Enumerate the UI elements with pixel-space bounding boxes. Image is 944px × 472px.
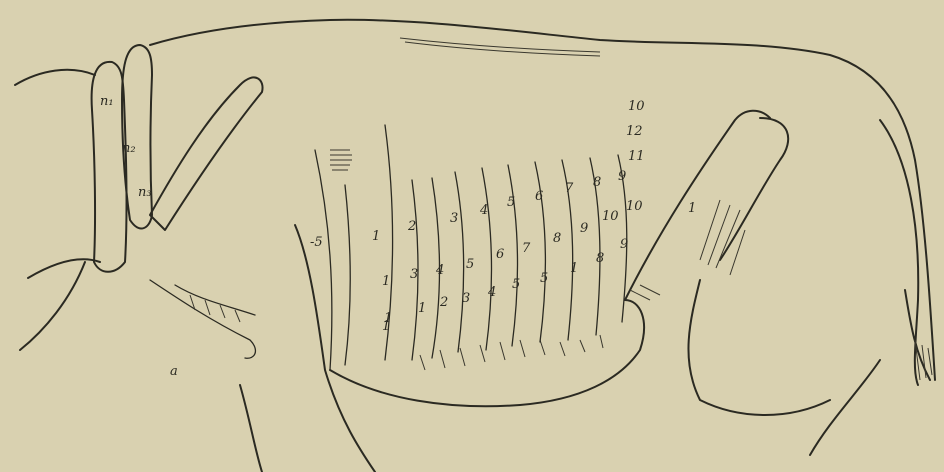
rib-label: 1 (372, 229, 380, 244)
rib-line (508, 165, 518, 346)
label-s: -5 (310, 235, 323, 250)
rib-label: 9 (580, 221, 588, 236)
rib-label: 10 (626, 199, 643, 214)
label-n1: n₁ (100, 94, 114, 109)
withers-shading (330, 150, 352, 170)
rib-label: 9 (618, 169, 626, 184)
rib-label: 3 (450, 211, 458, 226)
rib-label: 5 (512, 277, 520, 292)
collar-segment-n3 (150, 77, 263, 230)
hind-leg-outline (688, 118, 880, 455)
rib-label: 3 (462, 291, 470, 306)
label-a: a (170, 364, 178, 379)
rib-row-3-labels: 1 1 2 3 4 5 5 1 8 9 (382, 237, 628, 334)
rib-row-2-labels: 1 3 4 5 6 7 8 9 10 10 (382, 199, 643, 289)
belly-shading (420, 335, 603, 370)
neck-outline (15, 70, 100, 350)
rib-label: 2 (407, 219, 416, 234)
back-shading (400, 38, 600, 56)
rib-label: 9 (620, 237, 628, 252)
rib-row-4-labels: 1 (384, 311, 392, 326)
rib-label: 5 (540, 271, 548, 286)
collar-segment-n2 (122, 45, 152, 228)
rib-line (315, 150, 332, 370)
thigh-stifle-outline (625, 111, 770, 300)
rib-label: 6 (535, 189, 543, 204)
rib-label: 5 (466, 257, 474, 272)
rib-label: 4 (435, 263, 444, 278)
rib-label: 10 (602, 209, 619, 224)
rib-line (345, 185, 350, 365)
label-flank: 1 (688, 201, 696, 216)
rib-label: 1 (382, 274, 390, 289)
rib-line (482, 168, 492, 350)
rib-label: 6 (496, 247, 504, 262)
elbow-fold (150, 280, 255, 358)
rib-label: 3 (410, 267, 418, 282)
rib-label: 1 (384, 311, 392, 326)
rib-label: 7 (522, 241, 531, 256)
rib-label: 8 (553, 231, 561, 246)
rib-lines (315, 125, 627, 370)
rib-line (455, 172, 464, 352)
tail-tip-shading (915, 340, 932, 380)
rib-label: 8 (596, 251, 604, 266)
rib-label: 1 (418, 301, 426, 316)
label-n2: n₂ (122, 141, 136, 156)
rib-label: 5 (507, 195, 515, 210)
belly-outline (330, 300, 644, 406)
label-rib-11: 11 (628, 149, 645, 164)
shoulder-outline (240, 225, 375, 472)
rib-label: 1 (570, 261, 578, 276)
rib-label: 7 (565, 181, 574, 196)
collar-labels: n₁ n₂ n₃ -5 a (100, 94, 323, 379)
dorsal-rib-labels: 10 12 11 (626, 99, 645, 164)
label-n3: n₃ (138, 185, 152, 200)
rib-label: 4 (479, 203, 488, 218)
label-rib-10: 10 (628, 99, 645, 114)
label-rib-12: 12 (626, 124, 643, 139)
rib-label: 8 (593, 175, 601, 190)
rib-label: 4 (487, 285, 496, 300)
rib-label: 2 (439, 295, 448, 310)
